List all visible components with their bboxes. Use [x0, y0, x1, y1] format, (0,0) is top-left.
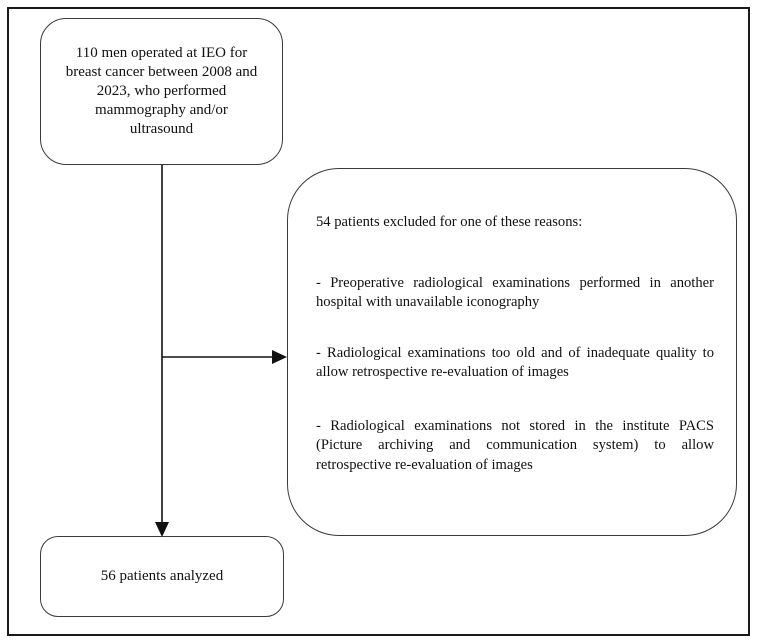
analyzed-box: 56 patients analyzed: [40, 536, 284, 617]
exclusion-box: 54 patients excluded for one of these re…: [287, 168, 737, 536]
exclusion-reason-2: - Radiological examinations too old and …: [316, 344, 714, 381]
exclusion-intro-text: 54 patients excluded for one of these re…: [316, 214, 583, 230]
exclusion-reason-3: - Radiological examinations not stored i…: [316, 417, 714, 473]
initial-cohort-box: 110 men operated at IEO for breast cance…: [40, 18, 283, 165]
exclusion-reason-1: - Preoperative radiological examinations…: [316, 274, 714, 311]
initial-cohort-text: 110 men operated at IEO for breast cance…: [65, 45, 258, 137]
analyzed-text: 56 patients analyzed: [100, 568, 224, 584]
